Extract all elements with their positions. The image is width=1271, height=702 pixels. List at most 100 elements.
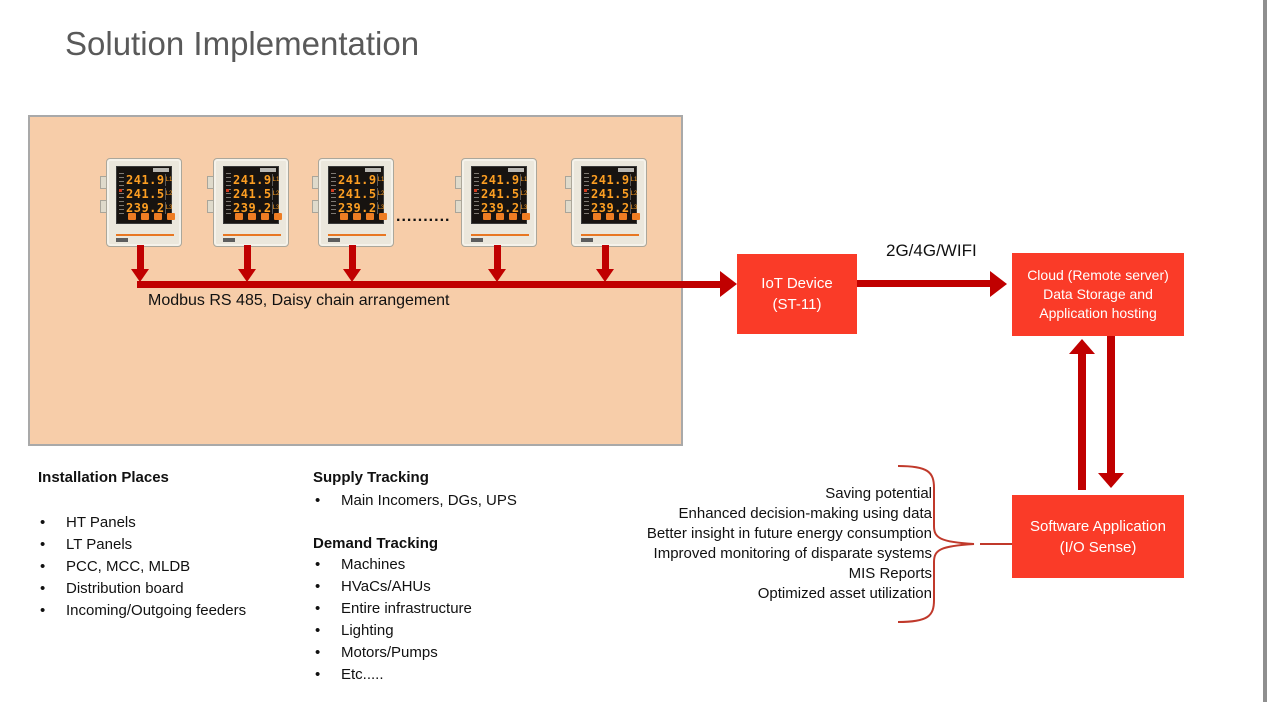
meter-button-icon: [128, 213, 136, 220]
list-item: HVaCs/AHUs: [313, 576, 553, 598]
meter-value-l2: 241.5: [233, 187, 272, 201]
modbus-label: Modbus RS 485, Daisy chain arrangement: [148, 292, 450, 309]
meter-model-label: [508, 168, 524, 172]
meter-buttons: [340, 213, 387, 220]
iot-device-model: (ST-11): [772, 296, 822, 313]
supply-tracking-list: Main Incomers, DGs, UPS: [313, 490, 553, 512]
benefit-item: MIS Reports: [848, 565, 932, 582]
meter-button-icon: [509, 213, 517, 220]
slide-edge-divider: [1263, 0, 1267, 702]
meter-button-icon: [248, 213, 256, 220]
meter-indicator-led: [584, 189, 587, 192]
meter-buttons: [483, 213, 530, 220]
list-item: Incoming/Outgoing feeders: [38, 600, 288, 622]
installation-places-section: Installation Places HT Panels LT Panels …: [38, 469, 288, 622]
cloud-line1: Cloud (Remote server): [1027, 267, 1169, 283]
meter-button-icon: [483, 213, 491, 220]
benefits-list: Saving potential Enhanced decision-makin…: [640, 484, 932, 604]
meter-value-l1: 241.9: [591, 173, 630, 187]
meter-value-l1: 241.9: [481, 173, 520, 187]
demand-tracking-list: Machines HVaCs/AHUs Entire infrastructur…: [313, 554, 553, 686]
meter-accent-line: [328, 234, 386, 236]
installation-places-list: HT Panels LT Panels PCC, MCC, MLDB Distr…: [38, 512, 288, 622]
iot-device-name: IoT Device: [761, 275, 833, 292]
phase-label-l2: L2: [376, 188, 384, 200]
cloud-to-software-arrow-shaft: [1107, 336, 1115, 474]
benefit-item: Better insight in future energy consumpt…: [646, 525, 932, 542]
software-product: (I/O Sense): [1059, 538, 1137, 556]
meter-button-icon: [496, 213, 504, 220]
meter-brand-logo: [581, 238, 593, 242]
cloud-line3: Application hosting: [1039, 305, 1157, 321]
list-item: LT Panels: [38, 534, 288, 556]
meter-value-l1: 241.9: [338, 173, 377, 187]
list-item: Etc.....: [313, 664, 553, 686]
phase-label-l3: L3: [376, 202, 384, 214]
cloud-line2: Data Storage and: [1043, 286, 1153, 302]
meter-button-icon: [141, 213, 149, 220]
phase-label-l3: L3: [629, 202, 637, 214]
phase-label-l1: L1: [376, 174, 384, 186]
phase-label-l1: L1: [271, 174, 279, 186]
meter-value-l2: 241.5: [591, 187, 630, 201]
iot-cloud-arrow-shaft: [857, 280, 990, 287]
meter-button-icon: [366, 213, 374, 220]
list-item: Main Incomers, DGs, UPS: [313, 490, 553, 512]
meter-drop-arrowhead-icon: [238, 269, 256, 282]
phase-label-l2: L2: [271, 188, 279, 200]
phase-label-l1: L1: [519, 174, 527, 186]
meter-drop-arrow-shaft: [244, 245, 251, 270]
software-application-node: Software Application (I/O Sense): [1012, 495, 1184, 578]
software-to-cloud-arrowhead-icon: [1069, 339, 1095, 354]
iot-device-node: IoT Device (ST-11): [737, 254, 857, 334]
meter-button-icon: [235, 213, 243, 220]
phase-label-l3: L3: [271, 202, 279, 214]
meter-indicator-column: [474, 173, 479, 217]
meter-drop-arrowhead-icon: [488, 269, 506, 282]
iot-cloud-arrowhead-icon: [990, 271, 1007, 297]
software-to-cloud-arrow-shaft: [1078, 353, 1086, 490]
meter-button-icon: [593, 213, 601, 220]
meter-drop-arrowhead-icon: [596, 269, 614, 282]
meter-brand-logo: [116, 238, 128, 242]
benefit-item: Saving potential: [825, 485, 932, 502]
meter-value-l3: 239.2: [126, 201, 165, 215]
meter-indicator-column: [119, 173, 124, 217]
curly-brace-icon: [897, 465, 975, 623]
meter-button-icon: [522, 213, 530, 220]
meter-buttons: [128, 213, 175, 220]
phase-label-l2: L2: [629, 188, 637, 200]
meter-value-l3: 239.2: [338, 201, 377, 215]
phase-label-l1: L1: [164, 174, 172, 186]
meter-accent-line: [471, 234, 529, 236]
meter-value-l2: 241.5: [481, 187, 520, 201]
meter-value-l3: 239.2: [233, 201, 272, 215]
meter-brand-logo: [328, 238, 340, 242]
list-item: Distribution board: [38, 578, 288, 600]
meter-brand-logo: [223, 238, 235, 242]
phase-label-l3: L3: [164, 202, 172, 214]
bus-arrowhead-icon: [720, 271, 737, 297]
meter-value-l1: 241.9: [233, 173, 272, 187]
software-name: Software Application: [1030, 517, 1166, 535]
meter-buttons: [593, 213, 640, 220]
meter-accent-line: [581, 234, 639, 236]
meter-button-icon: [606, 213, 614, 220]
meter-drop-arrowhead-icon: [131, 269, 149, 282]
phase-label-l2: L2: [164, 188, 172, 200]
